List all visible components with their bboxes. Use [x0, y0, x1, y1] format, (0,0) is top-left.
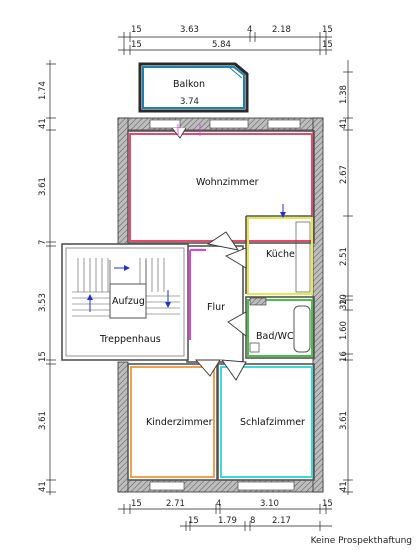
dim-left-6: 15 — [38, 351, 48, 362]
right-dimensions — [343, 60, 353, 495]
dim-top-6: 15 — [131, 40, 142, 50]
top-dimensions — [118, 32, 332, 55]
room-label-kueche: Küche — [266, 249, 295, 260]
dim-bottom-3: 4 — [216, 499, 221, 509]
room-schlafzimmer — [217, 363, 315, 481]
dim-right-7: 1.60 — [339, 321, 349, 340]
dim-right-5: 10 — [339, 294, 349, 305]
room-label-balkon: Balkon — [173, 79, 205, 90]
dim-top-5: 15 — [322, 25, 333, 35]
room-label-wohnzimmer: Wohnzimmer — [196, 177, 259, 188]
room-label-schlafzimmer: Schlafzimmer — [240, 417, 305, 428]
dim-right-4: 2.51 — [339, 247, 349, 266]
dim-right-6: 32 — [339, 299, 349, 310]
dim-top-8: 15 — [322, 40, 333, 50]
balcony — [138, 62, 249, 113]
dim-left-4: 7 — [38, 240, 48, 245]
dim-right-9: 3.61 — [339, 411, 349, 430]
dim-right-10: 41 — [339, 481, 349, 492]
dim-top-3: 4 — [247, 25, 252, 35]
dim-bottom-2: 2.71 — [166, 499, 185, 509]
room-label-kinderzimmer: Kinderzimmer — [146, 417, 213, 428]
dim-right-1: 1.38 — [339, 85, 349, 104]
dim-bottom-9: 2.17 — [272, 516, 291, 526]
dim-bottom-4: 3.10 — [260, 499, 279, 509]
disclaimer-footer: Keine Prospekthaftung — [310, 536, 412, 546]
dim-bottom-1: 15 — [131, 499, 142, 509]
arrow-down-icon — [280, 204, 286, 218]
dim-right-3: 2.67 — [339, 165, 349, 184]
door-swings — [171, 124, 247, 381]
balkon-size: 3.74 — [180, 97, 199, 107]
dim-right-2: 41 — [339, 118, 349, 129]
dim-left-8: 41 — [38, 481, 48, 492]
bottom-dimensions — [118, 504, 332, 531]
dim-left-5: 3.53 — [38, 293, 48, 312]
dim-bottom-8: 8 — [250, 516, 255, 526]
room-label-flur: Flur — [207, 302, 225, 313]
dim-bottom-6: 15 — [188, 516, 199, 526]
stair-arrow-up-icon — [87, 294, 93, 312]
dim-left-7: 3.61 — [38, 411, 48, 430]
dim-right-8: 16 — [339, 351, 349, 362]
dim-left-1: 1.74 — [38, 81, 48, 100]
dim-bottom-5: 15 — [322, 499, 333, 509]
stair-arrow-right-icon — [114, 265, 130, 271]
room-label-aufzug: Aufzug — [112, 296, 145, 307]
room-bad — [245, 296, 315, 359]
room-kinderzimmer — [127, 363, 218, 481]
room-label-treppenhaus: Treppenhaus — [99, 334, 161, 345]
dim-top-2: 3.63 — [180, 25, 199, 35]
dim-left-3: 3.61 — [38, 177, 48, 196]
stair-arrow-down-icon — [165, 290, 171, 308]
dim-left-2: 41 — [38, 118, 48, 129]
room-label-bad: Bad/WC — [256, 331, 294, 342]
dim-bottom-7: 1.79 — [218, 516, 237, 526]
left-dimensions — [46, 60, 56, 495]
dim-top-7: 5.84 — [212, 40, 231, 50]
dim-top-4: 2.18 — [272, 25, 291, 35]
dim-top-1: 15 — [131, 25, 142, 35]
